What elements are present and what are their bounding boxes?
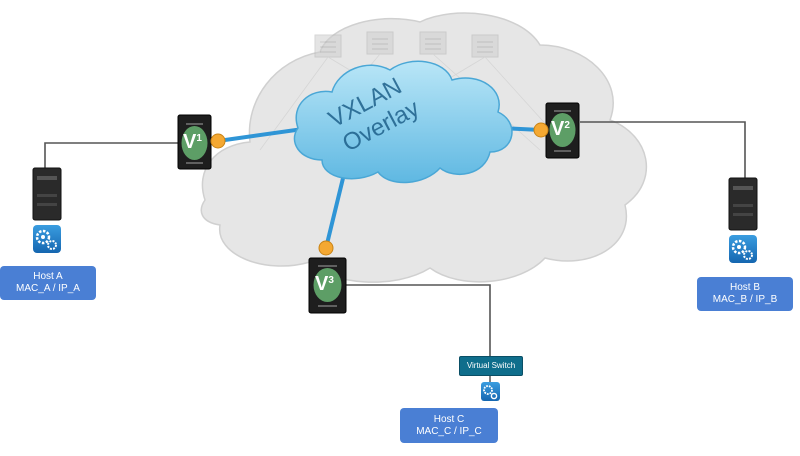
host-b-label: Host B MAC_B / IP_B bbox=[697, 277, 793, 311]
host-c-label: Host C MAC_C / IP_C bbox=[400, 408, 498, 443]
tunnel-v3 bbox=[324, 168, 347, 250]
host-a-name: Host A bbox=[33, 271, 63, 282]
host-a-app-gear-icon bbox=[33, 225, 61, 253]
access-links bbox=[44, 121, 746, 357]
virtual-switch: Virtual Switch bbox=[459, 356, 523, 376]
vtep-shield-icon bbox=[313, 268, 342, 302]
switch-icon bbox=[314, 34, 342, 58]
host-b-app-gear-icon bbox=[729, 235, 757, 263]
host-a-label: Host A MAC_A / IP_A bbox=[0, 266, 96, 300]
link-host-c bbox=[345, 284, 491, 357]
host-c-address: MAC_C / IP_C bbox=[416, 425, 482, 437]
link-host-a bbox=[44, 142, 180, 168]
vtep-shield-icon bbox=[181, 126, 208, 160]
port-v3 bbox=[318, 240, 334, 256]
switch-icon bbox=[419, 31, 447, 55]
link-host-b bbox=[580, 121, 746, 178]
host-b-name: Host B bbox=[729, 282, 760, 293]
host-a-address: MAC_A / IP_A bbox=[16, 283, 80, 294]
host-c-name: Host C bbox=[433, 413, 465, 425]
host-b-address: MAC_B / IP_B bbox=[712, 294, 778, 305]
host-a-server-icon bbox=[32, 167, 62, 221]
tunnel-v1 bbox=[216, 126, 312, 143]
vtep-ports bbox=[210, 122, 549, 256]
underlay-switches bbox=[259, 31, 561, 151]
host-b-server-icon bbox=[728, 177, 758, 231]
host-c-app-gear-icon bbox=[481, 382, 500, 401]
port-v2 bbox=[533, 122, 549, 138]
vtep-v3 bbox=[308, 257, 347, 314]
switch-icon bbox=[471, 34, 499, 58]
switch-icon bbox=[366, 31, 394, 55]
overlay-cloud: VXLAN Overlay bbox=[293, 60, 513, 184]
vtep-v2 bbox=[545, 102, 580, 159]
port-v1 bbox=[210, 133, 226, 149]
vtep-shield-icon bbox=[549, 113, 576, 147]
vtep-v1 bbox=[177, 114, 212, 170]
